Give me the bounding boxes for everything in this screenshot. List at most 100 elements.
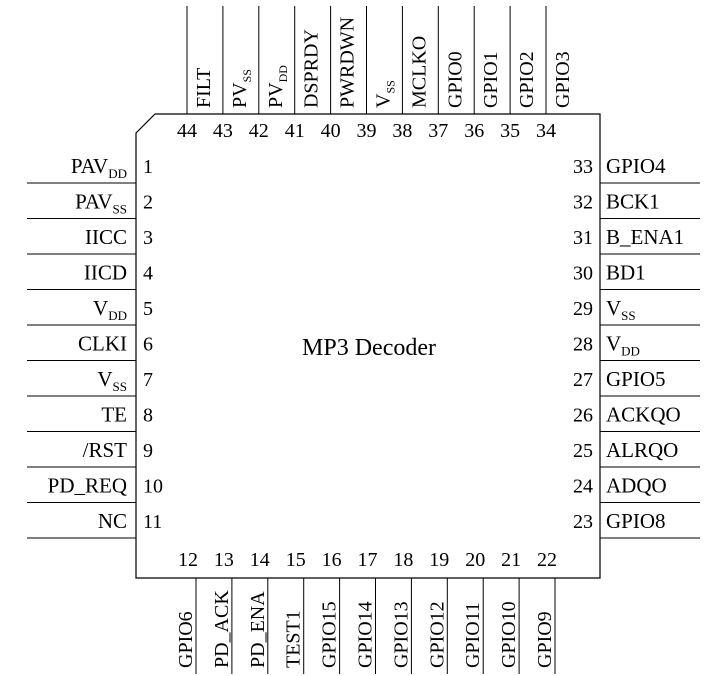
pin-18-number: 18 <box>393 549 413 571</box>
pin-18-label: GPIO13 <box>390 601 412 668</box>
pin-23-number: 23 <box>573 511 593 533</box>
pin-2-label-subscript: SS <box>113 202 127 217</box>
pin-34-label-text: GPIO3 <box>552 51 574 108</box>
pin-43-label: PVSS <box>229 69 254 108</box>
pin-15-number: 15 <box>286 549 306 571</box>
pin-15-label: TEST1 <box>283 610 305 668</box>
pin-41-label: DSPRDY <box>301 29 323 108</box>
pin-25-number: 25 <box>573 440 593 462</box>
pin-31-label: B_ENA1 <box>606 225 684 249</box>
pin-11-label: NC <box>98 509 127 533</box>
pin-5-number: 5 <box>143 298 153 320</box>
pin-1-number: 1 <box>143 156 153 178</box>
pin-14-label-text: PD_ENA <box>247 591 269 668</box>
pin-37-number: 37 <box>428 120 448 142</box>
pin-6-label-text: CLKI <box>78 332 127 356</box>
pin-14-label: PD_ENA <box>247 591 269 668</box>
pin-27-number: 27 <box>573 369 593 391</box>
pin-16-label-text: GPIO15 <box>319 601 341 668</box>
pin-35-number: 35 <box>500 120 520 142</box>
pin-40-label: PWRDWN <box>337 17 359 108</box>
pin-3-label-text: IICC <box>85 225 127 249</box>
pin-15-label-text: TEST1 <box>283 610 305 668</box>
pin-2-label: PAVSS <box>75 190 127 217</box>
pin-35-label-text: GPIO2 <box>516 51 538 108</box>
pin-29-label-subscript: SS <box>621 308 635 323</box>
pin-23-label-text: GPIO8 <box>606 509 666 533</box>
pin-42-label-text: PV <box>265 82 287 108</box>
top-pin-group: FILT44PVSS43PVDD42DSPRDY41PWRDWN40VSS39M… <box>177 6 574 142</box>
pin-7-number: 7 <box>143 369 153 391</box>
pin-21-label-text: GPIO10 <box>498 601 520 668</box>
pin-30-label-text: BD1 <box>606 261 646 285</box>
pin-32-number: 32 <box>573 192 593 214</box>
pin-25-label: ALRQO <box>606 438 678 462</box>
pin-7-label: VSS <box>97 367 127 394</box>
pin-34-label: GPIO3 <box>552 51 574 108</box>
pin-6-number: 6 <box>143 334 153 356</box>
pin-7-label-subscript: SS <box>113 379 127 394</box>
pin-29-label-text: V <box>606 296 621 320</box>
pin-21-label: GPIO10 <box>498 601 520 668</box>
pin-33-label-text: GPIO4 <box>606 154 666 178</box>
pin-3-number: 3 <box>143 227 153 249</box>
chip-label: MP3 Decoder <box>302 335 436 361</box>
pin-27-label-text: GPIO5 <box>606 367 666 391</box>
pin-26-label: ACKQO <box>606 403 681 427</box>
pin-1-label-subscript: DD <box>108 166 127 181</box>
pin-43-label-text: PV <box>229 82 251 108</box>
pin-2-number: 2 <box>143 192 153 214</box>
pin-19-label-text: GPIO12 <box>426 601 448 668</box>
pin-31-number: 31 <box>573 227 593 249</box>
pin-25-label-text: ALRQO <box>606 438 678 462</box>
pin-22-label-text: GPIO9 <box>534 611 556 668</box>
pin-11-number: 11 <box>143 511 162 533</box>
pin-16-number: 16 <box>322 549 342 571</box>
pin-1-label-text: PAV <box>71 154 108 178</box>
pin-21-number: 21 <box>501 549 521 571</box>
pin-28-label-text: V <box>606 332 621 356</box>
pin-36-label-text: GPIO1 <box>480 51 502 108</box>
pin-44-label-text: FILT <box>193 68 215 108</box>
chip-body <box>135 113 601 579</box>
bottom-pin-group: 12GPIO613PD_ACK14PD_ENA15TEST116GPIO1517… <box>175 549 557 674</box>
pin-5-label: VDD <box>93 296 127 323</box>
pin-16-label: GPIO15 <box>319 601 341 668</box>
pin-37-label: GPIO0 <box>444 51 466 108</box>
pin-39-label-subscript: SS <box>384 80 398 93</box>
pin-26-number: 26 <box>573 405 593 427</box>
pin-31-label-text: B_ENA1 <box>606 225 684 249</box>
pin-4-label-text: IICD <box>84 261 127 285</box>
pin-36-number: 36 <box>464 120 484 142</box>
pin-8-number: 8 <box>143 405 153 427</box>
pin-7-label-text: V <box>97 367 112 391</box>
pin-28-label: VDD <box>606 332 640 359</box>
pin-43-label-subscript: SS <box>240 69 254 82</box>
pin-36-label: GPIO1 <box>480 51 502 108</box>
pin-44-number: 44 <box>177 120 197 142</box>
pin-18-label-text: GPIO13 <box>390 601 412 668</box>
pin-10-number: 10 <box>143 476 163 498</box>
pin-35-label: GPIO2 <box>516 51 538 108</box>
pin-20-label: GPIO11 <box>462 602 484 668</box>
pin-4-label: IICD <box>84 261 127 285</box>
pin-29-number: 29 <box>573 298 593 320</box>
pin-26-label-text: ACKQO <box>606 403 681 427</box>
pin-20-label-text: GPIO11 <box>462 602 484 668</box>
pin-23-label: GPIO8 <box>606 509 666 533</box>
pin-38-label-text: MCLKO <box>408 36 430 108</box>
pin-3-label: IICC <box>85 225 127 249</box>
pin-5-label-text: V <box>93 296 108 320</box>
pin-39-label: VSS <box>373 80 398 108</box>
pin-39-number: 39 <box>357 120 377 142</box>
pin-22-number: 22 <box>537 549 557 571</box>
pin-44-label: FILT <box>193 68 215 108</box>
pin-9-label: /RST <box>83 438 128 462</box>
pin-8-label: TE <box>101 403 127 427</box>
pin-27-label: GPIO5 <box>606 367 666 391</box>
pin-8-label-text: TE <box>101 403 127 427</box>
pin-24-label: ADQO <box>606 474 667 498</box>
pin-20-number: 20 <box>465 549 485 571</box>
